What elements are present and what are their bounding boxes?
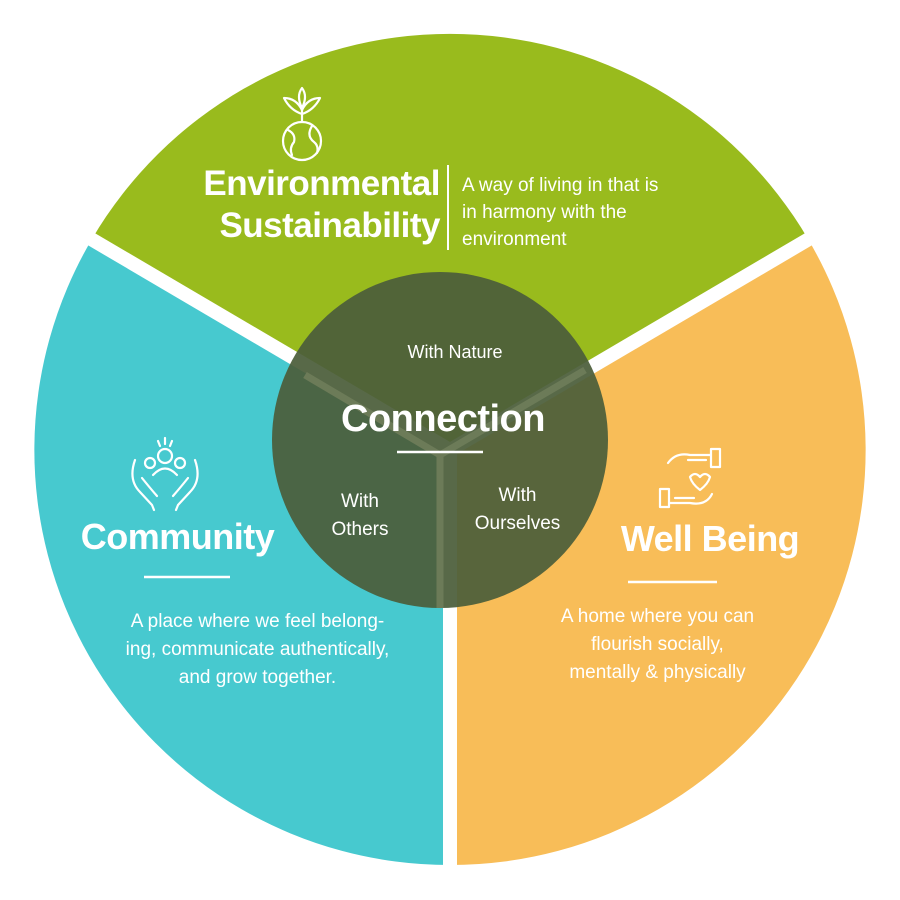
center-divider-line <box>303 371 442 459</box>
environmental-sustainability-title: Environmental Sustainability <box>203 164 440 245</box>
community-title: Community <box>80 516 275 557</box>
hands-people-icon <box>131 436 199 512</box>
community-description: A place where we feel belong- ing, commu… <box>125 611 390 688</box>
connection-title: Connection <box>341 398 545 440</box>
center-divider-line <box>438 366 587 459</box>
hands-heart-icon <box>658 447 722 509</box>
plant-globe-icon <box>281 86 323 162</box>
with-nature-label: With Nature <box>407 342 503 362</box>
with-ourselves-label: With Ourselves <box>474 485 561 534</box>
center-dividers <box>303 366 587 608</box>
environmental-sustainability-description: A way of living in that is in harmony wi… <box>462 175 659 250</box>
well-being-title: Well Being <box>620 518 800 559</box>
environmental-sustainability-segment <box>92 33 808 451</box>
center-circle <box>272 272 608 608</box>
well-being-description: A home where you can flourish socially, … <box>560 606 755 683</box>
with-others-label: With Others <box>331 491 389 540</box>
